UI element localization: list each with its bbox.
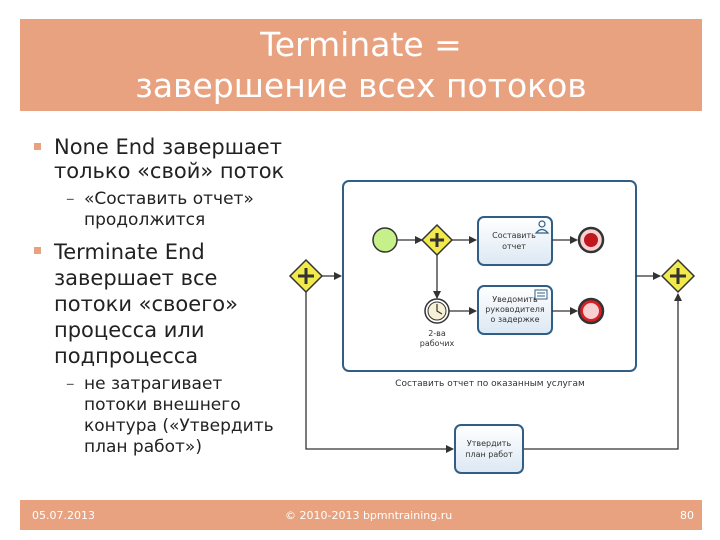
flow-approve-to-join (523, 293, 682, 450)
timer-label: 2-ва (428, 329, 446, 338)
footer-date: 05.07.2013 (32, 509, 95, 522)
page-number: 80 (680, 509, 694, 522)
task-report-label: отчет (502, 242, 526, 251)
start-event-icon (372, 227, 398, 253)
flow-split-to-approve (305, 292, 454, 453)
task-notify-label: о задержке (490, 315, 539, 324)
task-report: Составить отчет (477, 216, 553, 266)
subprocess-box (342, 180, 637, 372)
task-approve-label: Утвердить (467, 439, 512, 448)
task-approve-label: план работ (465, 450, 513, 459)
timer-label: рабочих (420, 339, 455, 348)
task-notify-label: руководителя (485, 305, 545, 314)
title-line-1: Terminate = (260, 25, 462, 64)
join-gateway-icon (660, 258, 696, 294)
none-end-event-icon (577, 297, 605, 325)
task-notify: Уведомить руководителя о задержке (477, 285, 553, 335)
title-line-2: завершение всех потоков (135, 66, 587, 105)
terminate-end-event-icon (577, 226, 605, 254)
split-gateway-icon (288, 258, 324, 294)
timer-event-icon (424, 298, 450, 324)
task-report-label: Составить (492, 231, 536, 240)
footer-copyright: © 2010-2013 bpmntraining.ru (285, 509, 453, 522)
task-approve-plan: Утвердить план работ (454, 424, 524, 474)
footer-bar: 05.07.2013 © 2010-2013 bpmntraining.ru 8… (20, 500, 702, 530)
title-band: Terminate = завершение всех потоков (20, 19, 702, 111)
subprocess-caption: Составить отчет по оказанным услугам (395, 379, 585, 389)
send-message-icon (534, 289, 548, 300)
user-icon (534, 220, 550, 234)
task-notify-label: Уведомить (492, 295, 538, 304)
